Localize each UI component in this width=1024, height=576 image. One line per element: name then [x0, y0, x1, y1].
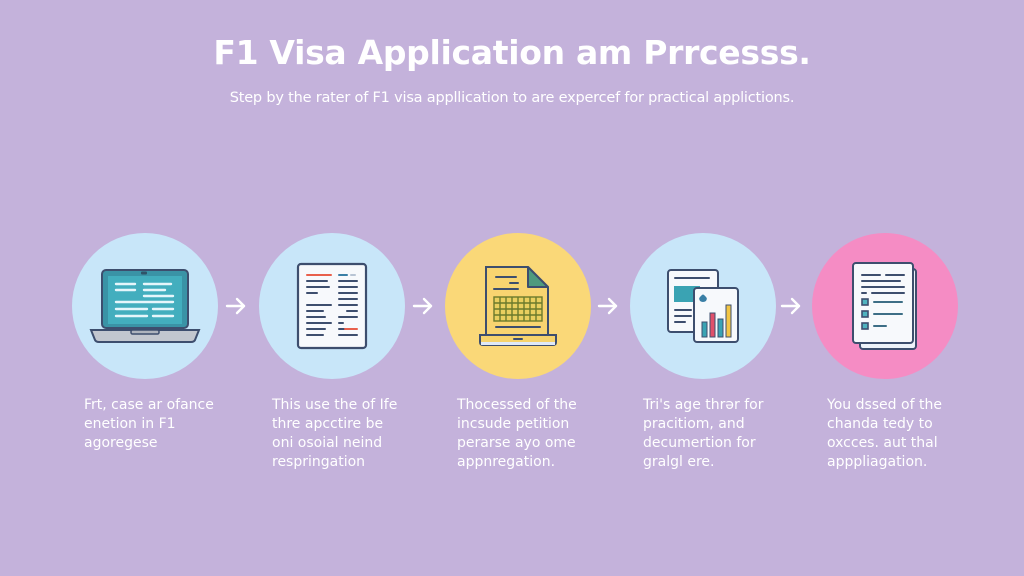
step-text-line: This use the of Ife: [272, 397, 398, 413]
step-text-line: incsude petition: [457, 416, 570, 432]
step-text-line: appnregation.: [457, 454, 556, 470]
arrow-right-icon: [412, 296, 434, 316]
step-5-circle: [812, 233, 958, 379]
step-text-line: oxcces. aut thal: [827, 435, 938, 451]
step-text-line: respringation: [272, 454, 366, 470]
arrow-right-icon: [597, 296, 619, 316]
step-text-line: pracitiom, and: [643, 416, 745, 432]
step-2-circle: [259, 233, 405, 379]
step-text-line: Tri's age thrər for: [643, 397, 764, 413]
step-text-line: apppliagation.: [827, 454, 928, 470]
step-text-line: oni osoial neind: [272, 435, 383, 451]
step-3-description: Thocessed of the incsude petition perars…: [457, 396, 627, 472]
step-text-line: decumertion for: [643, 435, 756, 451]
step-text-line: You dssed of the: [827, 397, 942, 413]
document-grid-icon: [478, 263, 558, 349]
step-5-description: You dssed of the chanda tedy to oxcces. …: [827, 396, 997, 472]
form-document-icon: [295, 261, 369, 351]
step-text-line: chanda tedy to: [827, 416, 933, 432]
step-text-line: enetion in F1: [84, 416, 176, 432]
step-text-line: agoregese: [84, 435, 158, 451]
report-chart-icon: [665, 268, 741, 344]
step-2-description: This use the of Ife thre apcctire be oni…: [272, 396, 442, 472]
step-1-description: Frt, case ar ofance enetion in F1 agoreg…: [84, 396, 254, 453]
step-text-line: thre apcctire be: [272, 416, 384, 432]
step-1-circle: [72, 233, 218, 379]
step-text-line: Thocessed of the: [457, 397, 577, 413]
step-text-line: perarse ayo ome: [457, 435, 576, 451]
laptop-document-icon: [89, 266, 201, 346]
step-3-circle: [445, 233, 591, 379]
step-4-description: Tri's age thrər for pracitiom, and decum…: [643, 396, 813, 472]
step-text-line: Frt, case ar ofance: [84, 397, 214, 413]
arrow-right-icon: [225, 296, 247, 316]
step-4-circle: [630, 233, 776, 379]
page-title: F1 Visa Application am Prrcesss.: [213, 33, 811, 72]
step-text-line: gralgl ere.: [643, 454, 715, 470]
checklist-document-icon: [850, 261, 920, 351]
arrow-right-icon: [780, 296, 802, 316]
page-subtitle: Step by the rater of F1 visa appllicatio…: [229, 90, 795, 106]
